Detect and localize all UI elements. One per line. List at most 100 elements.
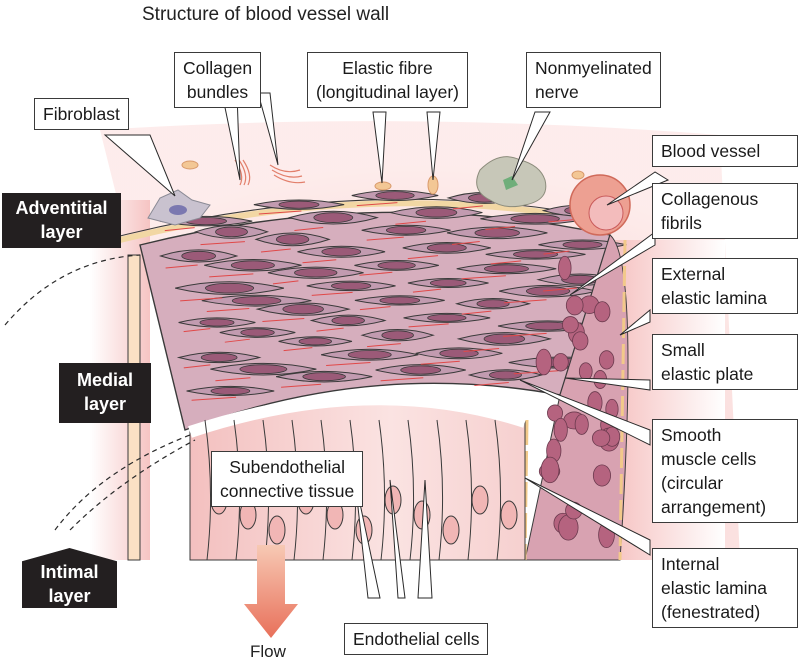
leader-lines	[103, 92, 670, 599]
external-lamina-line	[618, 239, 627, 561]
collagenous-fibrils-label: Collagenous fibrils	[652, 183, 798, 239]
red-fibers	[164, 202, 584, 401]
red-fiber	[485, 226, 516, 231]
dashed-connectors	[4, 254, 196, 531]
cut-cell	[574, 414, 589, 435]
flow-arrow-icon	[244, 545, 298, 638]
endothelial-cell-border	[436, 419, 444, 561]
internal-elastic-lamina-label: Internal elastic lamina (fenestrated)	[652, 548, 798, 628]
label-line: connective tissue	[220, 481, 355, 501]
fibroblast-label: Fibroblast	[34, 98, 129, 130]
nucleus	[489, 370, 522, 380]
label-line: Collagenous	[661, 189, 759, 209]
endothelial-nucleus	[500, 500, 518, 530]
collagen-bundles-label: Collagen bundles	[174, 52, 262, 108]
nucleus	[377, 261, 416, 270]
nucleus	[400, 365, 442, 375]
nucleus	[181, 250, 217, 262]
nucleus	[321, 247, 362, 257]
label-line: External	[661, 264, 726, 284]
nucleus	[331, 315, 365, 325]
blood-vessel-label: Blood vessel	[652, 135, 798, 167]
red-fiber	[206, 308, 250, 313]
label-line: Small	[661, 340, 705, 360]
red-fiber	[260, 248, 291, 253]
red-fiber	[451, 240, 480, 245]
nucleus	[381, 330, 414, 340]
red-fiber	[408, 323, 449, 328]
red-fiber	[215, 377, 251, 382]
label-line: layer	[48, 586, 91, 606]
red-fiber	[356, 202, 398, 207]
nucleus	[231, 296, 282, 306]
endothelial-nucleus	[268, 515, 286, 545]
nucleus	[474, 227, 520, 238]
label-line: Fibroblast	[43, 104, 120, 124]
red-fiber	[543, 250, 570, 255]
cut-cell	[578, 362, 593, 381]
label-line: (longitudinal layer)	[316, 82, 459, 102]
label-line: Blood vessel	[661, 141, 761, 161]
red-fiber	[262, 317, 305, 322]
nucleus	[347, 350, 392, 360]
red-fiber	[258, 210, 302, 215]
nucleus	[200, 353, 238, 362]
label-line: (circular	[661, 473, 724, 493]
nonmyelinated-nerve-label: Nonmyelinated nerve	[526, 52, 661, 108]
external-elastic-lamina-label: External elastic lamina	[652, 258, 798, 314]
red-fiber	[200, 241, 245, 246]
nucleus	[313, 212, 354, 223]
red-fiber	[183, 328, 211, 333]
cut-cell	[598, 350, 615, 370]
cut-cell	[558, 255, 572, 281]
label-line: Collagen	[183, 58, 253, 78]
nucleus	[282, 304, 324, 315]
label-line: arrangement)	[661, 497, 767, 517]
subendothelial-label: Subendothelial connective tissue	[211, 451, 364, 507]
nucleus	[429, 279, 467, 287]
label-line: muscle cells	[661, 449, 757, 469]
nucleus	[275, 234, 310, 245]
red-fiber	[165, 264, 198, 269]
cut-cell	[592, 464, 611, 487]
label-line: Subendothelial	[229, 457, 346, 477]
nucleus	[525, 286, 571, 297]
endothelial-cells	[204, 419, 518, 561]
cut-cell	[594, 301, 611, 323]
red-fiber	[281, 383, 322, 388]
label-line: Adventitial	[15, 198, 108, 218]
nucleus	[199, 318, 235, 327]
red-fiber	[316, 327, 344, 332]
cut-face-cells	[535, 255, 621, 549]
blood-vessel-inner	[588, 195, 624, 231]
red-fiber	[474, 381, 509, 386]
red-fiber	[209, 273, 254, 278]
label-line: Internal	[661, 554, 720, 574]
flow-label: Flow	[250, 642, 286, 661]
nucleus	[513, 250, 559, 259]
red-fiber	[543, 287, 578, 292]
adventitial-layer-label: Adventitial layer	[2, 193, 121, 248]
small-elastic-plate-label: Small elastic plate	[652, 334, 798, 390]
label-line: elastic lamina	[661, 578, 768, 598]
cut-cell	[552, 353, 569, 372]
nucleus	[302, 372, 346, 382]
label-line: nerve	[535, 82, 579, 102]
label-line: fibrils	[661, 213, 702, 233]
elastic-fibre-label: Elastic fibre (longitudinal layer)	[307, 52, 468, 108]
nucleus	[278, 200, 320, 209]
nucleus	[375, 191, 415, 200]
cut-cell	[565, 295, 584, 316]
red-fiber	[490, 260, 522, 265]
red-fiber	[461, 310, 492, 315]
nucleus	[427, 313, 467, 322]
nucleus	[385, 225, 427, 235]
red-fiber	[283, 347, 313, 352]
nucleus	[483, 333, 526, 345]
cut-cell	[562, 316, 579, 334]
red-fiber	[407, 255, 439, 260]
nerve-axon	[503, 176, 518, 190]
cut-cell	[540, 456, 560, 484]
red-fiber	[453, 205, 483, 210]
label-line: Elastic fibre	[342, 58, 433, 78]
